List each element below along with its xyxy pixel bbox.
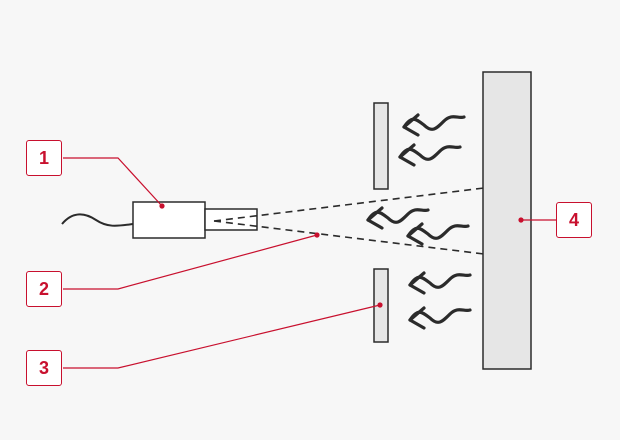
leader-dot-4 [518, 217, 524, 223]
field-of-view-upper [213, 187, 485, 222]
callout-3: 3 [26, 350, 62, 386]
leader-line-2 [63, 234, 318, 290]
callout-2: 2 [26, 271, 62, 307]
leader-line-1 [63, 157, 163, 207]
callout-1: 1 [26, 140, 62, 176]
leader-dot-3 [377, 302, 383, 308]
leader-dot-1 [159, 203, 165, 209]
heat-wave-arrow-icon [408, 271, 472, 295]
heat-wave-arrow-icon [398, 143, 462, 167]
heat-wave-arrow-icon [402, 113, 466, 137]
sensor-body [132, 201, 206, 239]
shield-upper [373, 102, 389, 190]
heat-wave-arrow-icon [406, 222, 470, 246]
field-of-view-lower [213, 220, 485, 255]
callout-4: 4 [556, 202, 592, 238]
heat-wave-arrow-icon [408, 306, 472, 330]
leader-line-3 [63, 304, 381, 369]
sensor-cable [61, 213, 134, 227]
leader-dot-2 [314, 232, 320, 238]
